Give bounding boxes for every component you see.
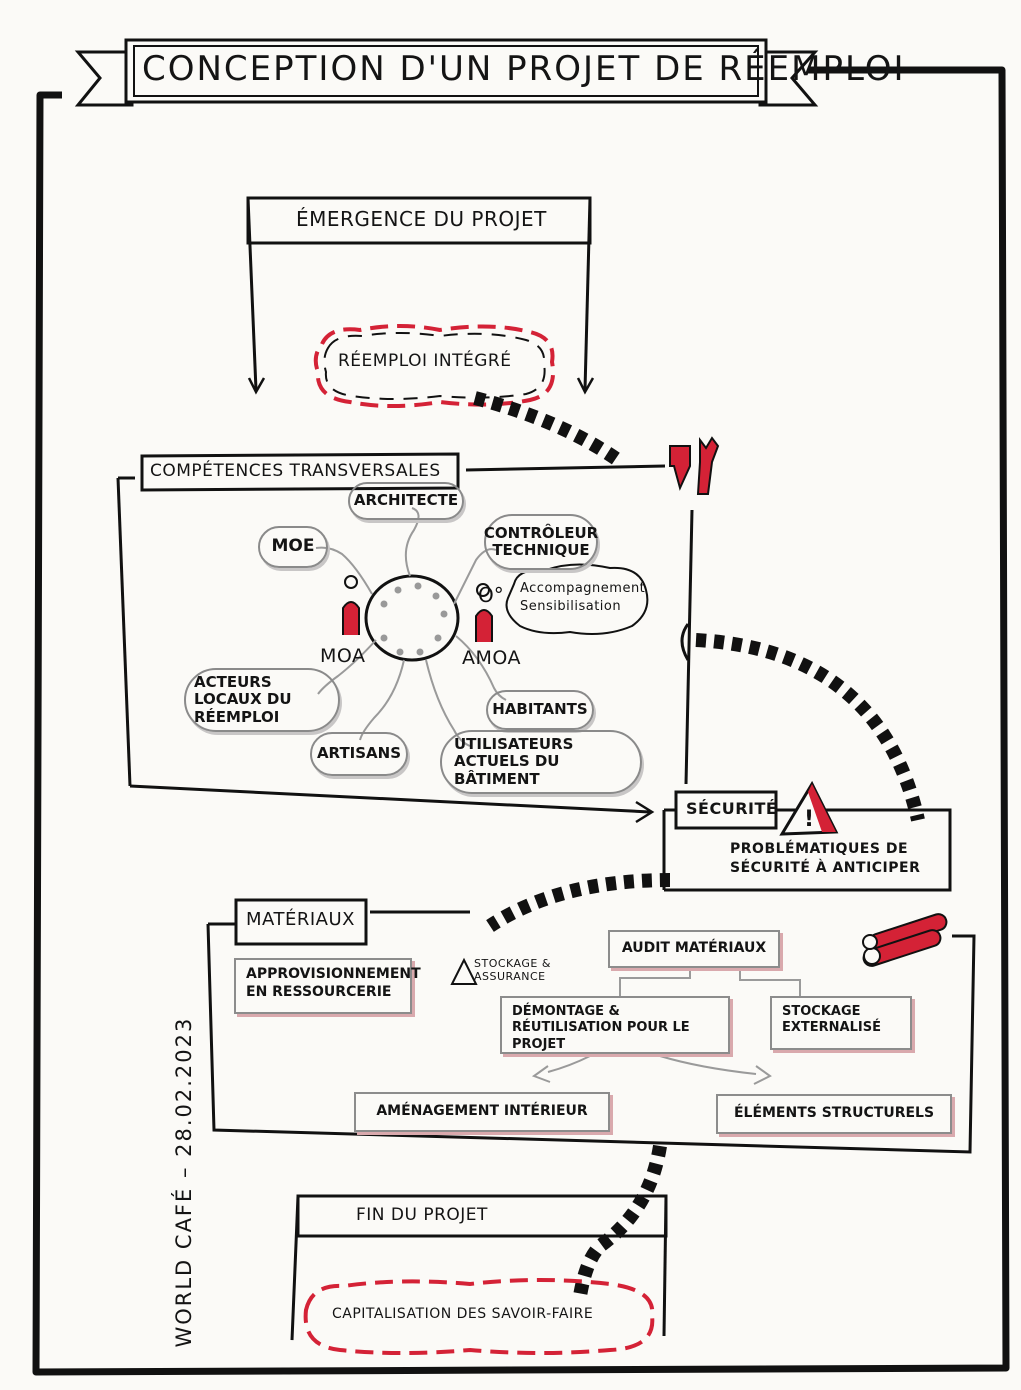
svg-text:!: ! [804,807,814,832]
pipes-icon [862,913,948,967]
reemploi-cloud [313,324,555,408]
approvisionnement-card: APPROVISIONNEMENT EN RESSOURCERIE [234,958,421,1014]
reemploi-integre-label: RÉEMPLOI INTÉGRÉ [338,351,512,371]
outer-frame [32,66,1010,1376]
person-icon-amoa [475,583,493,642]
materiaux-heading: MATÉRIAUX [246,909,355,930]
fin-box [290,1194,668,1341]
fin-heading: FIN DU PROJET [356,1205,488,1225]
accompagnement-cloud [505,563,649,635]
moa-label: MOA [320,645,366,667]
securite-body: PROBLÉMATIQUES DE SÉCURITÉ À ANTICIPER [730,841,921,876]
actor-artisans: ARTISANS [310,732,408,776]
actor-habitants: HABITANTS [486,690,594,730]
actor-architecte: ARCHITECTE [348,482,464,520]
securite-heading: SÉCURITÉ [686,799,778,818]
actor-acteurs-locaux: ACTEURS LOCAUX DU RÉEMPLOI [184,668,340,732]
stockage-warning-icon [450,957,478,985]
actor-utilisateurs: UTILISATEURS ACTUELS DU BÂTIMENT [440,730,642,794]
table-icon [364,574,460,662]
competences-heading: COMPÉTENCES TRANSVERSALES [150,461,441,481]
side-note: WORLD CAFÉ – 28.02.2023 [171,1016,196,1348]
svg-text:O°: O° [478,583,504,607]
audit-connectors [531,966,801,1085]
warning-icon: ! [779,780,839,836]
capitalisation-label: CAPITALISATION DES SAVOIR-FAIRE [332,1306,594,1322]
demontage-card: DÉMONTAGE & RÉUTILISATION POUR LE PROJET [500,996,730,1054]
amoa-label: AMOA [462,647,522,669]
emergence-heading: ÉMERGENCE DU PROJET [296,207,547,231]
emergence-box [246,196,595,395]
page-title: CONCEPTION D'UN PROJET DE RÉEMPLOI [142,49,906,89]
actor-controleur: CONTRÔLEUR TECHNIQUE [484,514,598,570]
connector-materiaux [486,873,671,932]
stockage-assurance-note: STOCKAGE & ASSURANCE [474,957,551,983]
audit-card: AUDIT MATÉRIAUX [608,930,780,968]
stockage-externalise-card: STOCKAGE EXTERNALISÉ [770,996,912,1050]
actor-accompagnement: Accompagnement Sensibilisation [520,581,646,615]
amenagement-card: AMÉNAGEMENT INTÉRIEUR [354,1092,610,1132]
materiaux-box [206,898,976,1154]
person-icon-moa [342,575,360,635]
connector-fin [573,1144,667,1298]
elements-card: ÉLÉMENTS STRUCTURELS [716,1094,952,1134]
banner-ribbon-icon [74,38,819,107]
capitalisation-cloud [303,1278,655,1355]
connector-emergence [473,391,622,466]
tools-icon [669,436,720,495]
actor-moe: MOE [258,526,328,568]
